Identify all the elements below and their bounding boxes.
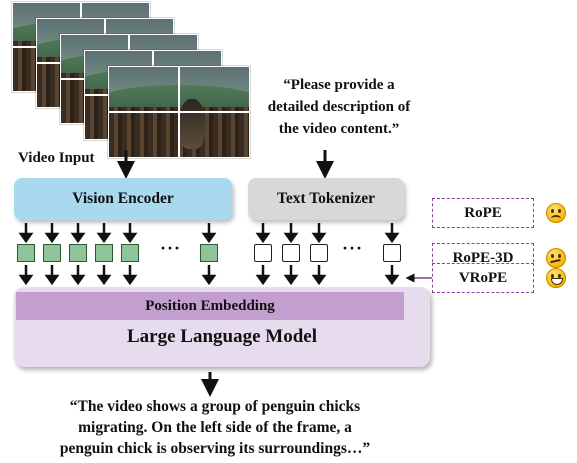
method-rope: RoPE [432, 198, 534, 228]
prompt-line: detailed description of [267, 99, 411, 115]
vision-token [69, 244, 87, 262]
vision-token [121, 244, 139, 262]
method-vrope: VRoPE [432, 263, 534, 293]
grinning-face-icon [546, 268, 566, 288]
ellipsis: ··· [160, 238, 182, 258]
output-line: migrating. On the left side of the frame… [78, 419, 352, 436]
text-tokenizer: Text Tokenizer [248, 178, 404, 220]
vision-encoder: Vision Encoder [14, 178, 232, 220]
text-token [282, 244, 300, 262]
vision-token [200, 244, 218, 262]
prompt-line: the video content.” [278, 121, 400, 137]
ellipsis: ··· [342, 238, 364, 258]
output-text: “The video shows a group of penguin chic… [0, 396, 430, 459]
text-prompt: “Please provide a detailed description o… [248, 74, 430, 140]
text-token [254, 244, 272, 262]
confused-face-icon [546, 248, 566, 268]
frowning-face-icon [546, 203, 566, 223]
text-token [310, 244, 328, 262]
prompt-line: “Please provide a [283, 77, 395, 93]
video-frame [108, 66, 250, 158]
llm-label: Large Language Model [127, 326, 317, 347]
text-token [383, 244, 401, 262]
video-input-label: Video Input [18, 150, 95, 166]
vision-token [17, 244, 35, 262]
vision-token [95, 244, 113, 262]
output-line: penguin chick is observing its surroundi… [59, 440, 371, 457]
output-line: “The video shows a group of penguin chic… [69, 398, 361, 415]
position-embedding: Position Embedding [16, 292, 404, 320]
vision-token [43, 244, 61, 262]
